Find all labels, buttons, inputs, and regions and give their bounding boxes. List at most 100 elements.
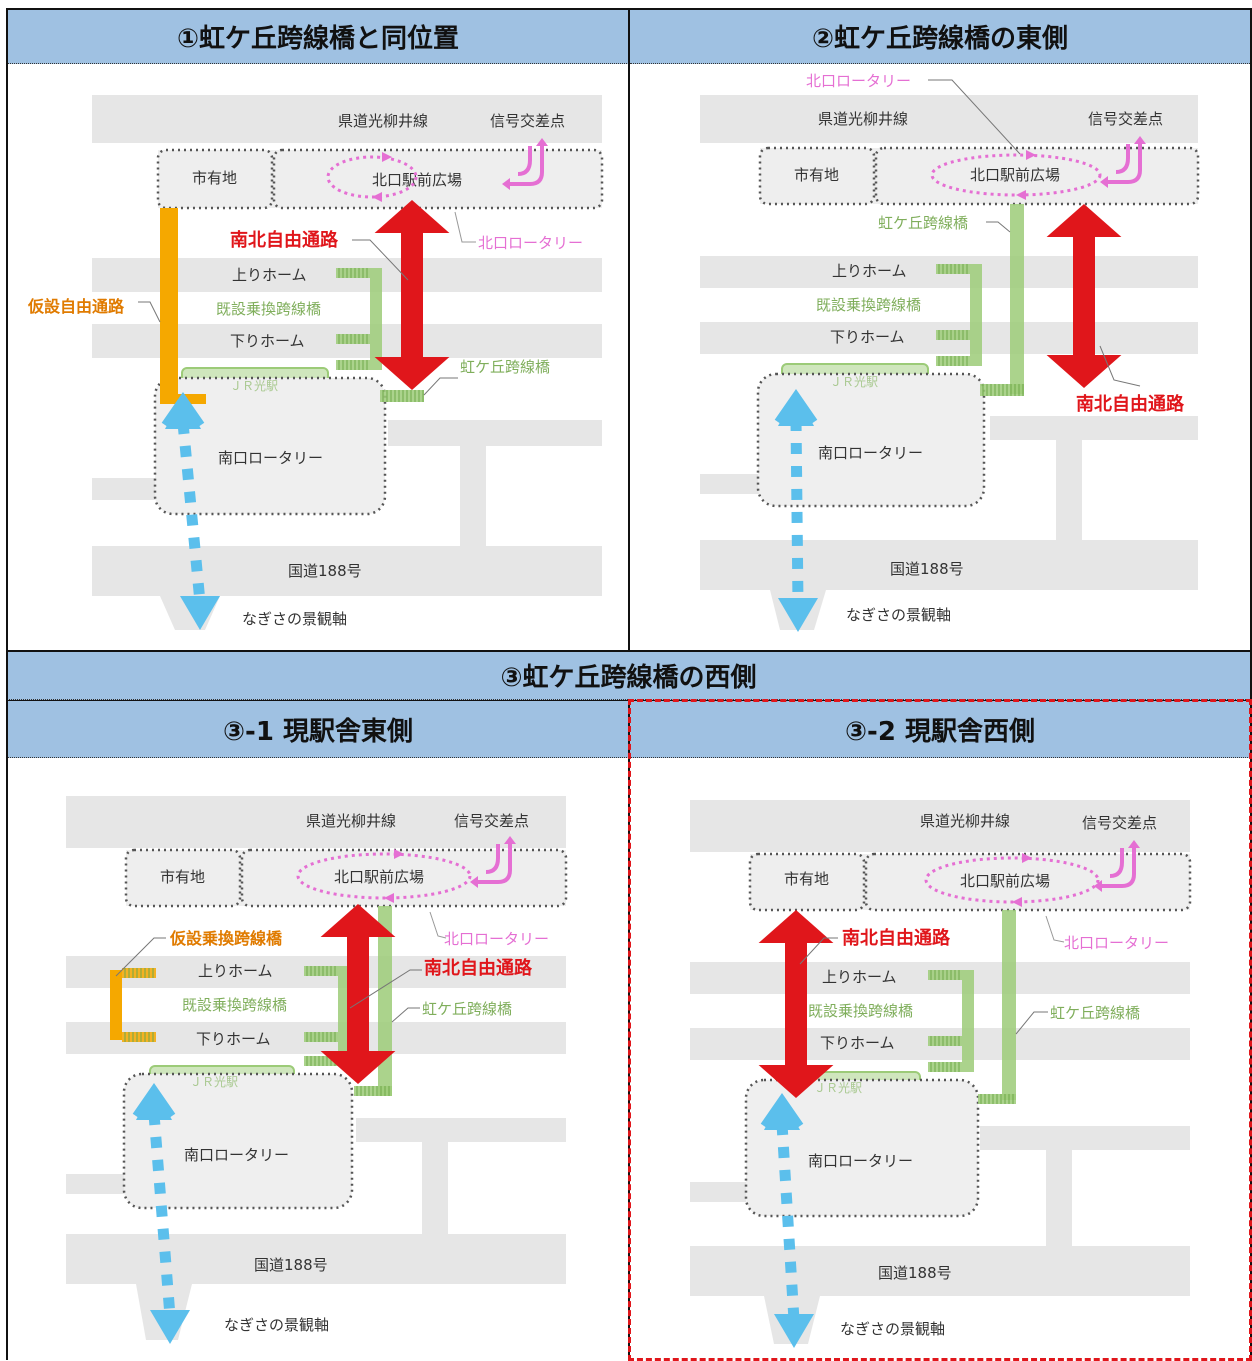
road-south-1 [388,420,602,446]
header-panel-3-1: ③-1 現駅舎東側 [7,701,629,758]
signal-turn [502,138,548,190]
text-existing-bridge: 既設乗換跨線橋 [182,996,287,1014]
text-jr-station: ＪＲ光駅 [230,379,278,393]
south-rotary-box [122,1072,354,1210]
road-south-3 [1046,1150,1072,1246]
header-title: ③虹ケ丘跨線橋の西側 [500,663,757,693]
text-city-land: 市有地 [192,169,237,187]
leader-north-rotary [928,79,1021,155]
existing-bridge [962,970,974,1072]
text-city-land: 市有地 [784,870,829,888]
road-national [92,546,602,596]
text-niji-bridge: 虹ケ丘跨線橋 [460,358,550,376]
road-national [690,1246,1190,1296]
niji-bridge [1010,204,1024,394]
text-existing-bridge: 既設乗換跨線橋 [216,300,321,318]
text-prefectural-road: 県道光柳井線 [920,812,1010,830]
temp-passage-foot [178,394,206,404]
text-down-platform: 下りホーム [830,328,905,346]
text-signal: 信号交差点 [490,112,565,130]
text-south-rotary: 南口ロータリー [184,1146,289,1164]
road-south-2 [690,1182,746,1202]
text-city-land: 市有地 [160,868,205,886]
text-existing-bridge: 既設乗換跨線橋 [816,296,921,314]
nagisa-axis-arrow [774,388,818,632]
temp-stairs-up [122,968,156,978]
text-national-road: 国道188号 [254,1256,328,1274]
text-south-rotary: 南口ロータリー [808,1152,913,1170]
text-existing-bridge: 既設乗換跨線橋 [808,1002,913,1020]
city-land-box [124,848,242,908]
road-south-3 [422,1142,448,1234]
temp-stairs-down [122,1032,156,1042]
text-prefectural-road: 県道光柳井線 [306,812,396,830]
north-plaza-box [240,848,568,908]
text-free-passage: 南北自由通路 [842,927,951,949]
panel3-group: 県道光柳井線信号交差点市有地北口駅前広場仮設乗換跨線橋北口ロータリー上りホーム南… [66,796,568,1344]
free-passage-arrow [320,904,396,1084]
leader-free [799,937,838,965]
city-land-box [156,148,274,210]
text-national-road: 国道188号 [890,560,964,578]
text-free-passage: 南北自由通路 [230,229,339,251]
text-niji-bridge: 虹ケ丘跨線橋 [422,1000,512,1018]
north-rotary-loop [924,853,1100,907]
text-temp-passage: 仮設自由通路 [27,297,125,316]
road-south-1 [356,1118,566,1142]
text-down-platform: 下りホーム [196,1030,271,1048]
stairs-down [336,334,370,344]
road-prefectural [690,800,1190,852]
north-plaza-box [272,148,604,210]
niji-bridge [1002,910,1016,1100]
south-rotary-box [744,1078,980,1218]
niji-bridge-stairs [978,1094,1016,1104]
road-south-3 [460,446,486,546]
leader-temp [138,301,161,323]
text-up-platform: 上りホーム [198,962,273,980]
stairs-station [936,356,970,366]
text-free-passage: 南北自由通路 [424,957,533,979]
header-title: ①虹ケ丘跨線橋と同位置 [176,23,459,54]
text-national-road: 国道188号 [878,1264,952,1282]
text-national-road: 国道188号 [288,562,362,580]
text-niji-bridge: 虹ケ丘跨線橋 [1050,1004,1140,1022]
panel2-group: 県道光柳井線信号交差点市有地北口駅前広場北口ロータリー虹ケ丘跨線橋上りホーム既設… [700,72,1200,632]
north-rotary-loop [930,150,1102,200]
text-nagisa-axis: なぎさの景観軸 [242,610,347,628]
text-free-passage: 南北自由通路 [1076,393,1185,415]
divider-top [628,9,630,651]
signal-turn [1094,840,1140,892]
leader-niji [391,1007,420,1023]
road-prefectural [66,796,566,848]
temp-passage [160,208,178,404]
stairs-station [336,360,370,370]
leader-niji [1015,1011,1048,1035]
divider-middle [7,650,1251,652]
existing-bridge [970,264,982,366]
niji-bridge [380,390,424,402]
city-land-box [758,146,876,206]
north-rotary-loop [296,849,472,903]
stairs-down [936,330,970,340]
nagisa-axis-arrow [760,1092,814,1348]
leader-free [349,969,422,1009]
base-map: 県道光柳井線信号交差点市有地北口駅前広場上りホーム既設乗換跨線橋下りホームＪＲ光… [27,95,604,630]
free-passage-arrow [1046,204,1122,388]
free-passage-arrow [758,910,834,1098]
text-north-rotary: 北口ロータリー [1064,934,1169,952]
text-up-platform: 上りホーム [232,266,307,284]
text-jr-station: ＪＲ光駅 [814,1081,862,1095]
stairs-down [928,1036,962,1046]
road-national [66,1234,566,1284]
text-nagisa-axis: なぎさの景観軸 [846,606,951,624]
text-up-platform: 上りホーム [832,262,907,280]
text-south-rotary: 南口ロータリー [818,444,923,462]
stairs-station [928,1062,962,1072]
text-prefectural-road: 県道光柳井線 [818,110,908,128]
signal-turn [470,836,516,888]
header-panel-3: ③虹ケ丘跨線橋の西側 [7,652,1250,700]
road-south-2 [66,1174,126,1194]
north-rotary-loop [326,152,418,202]
stairs-up [336,268,370,278]
city-land-box [748,852,866,912]
